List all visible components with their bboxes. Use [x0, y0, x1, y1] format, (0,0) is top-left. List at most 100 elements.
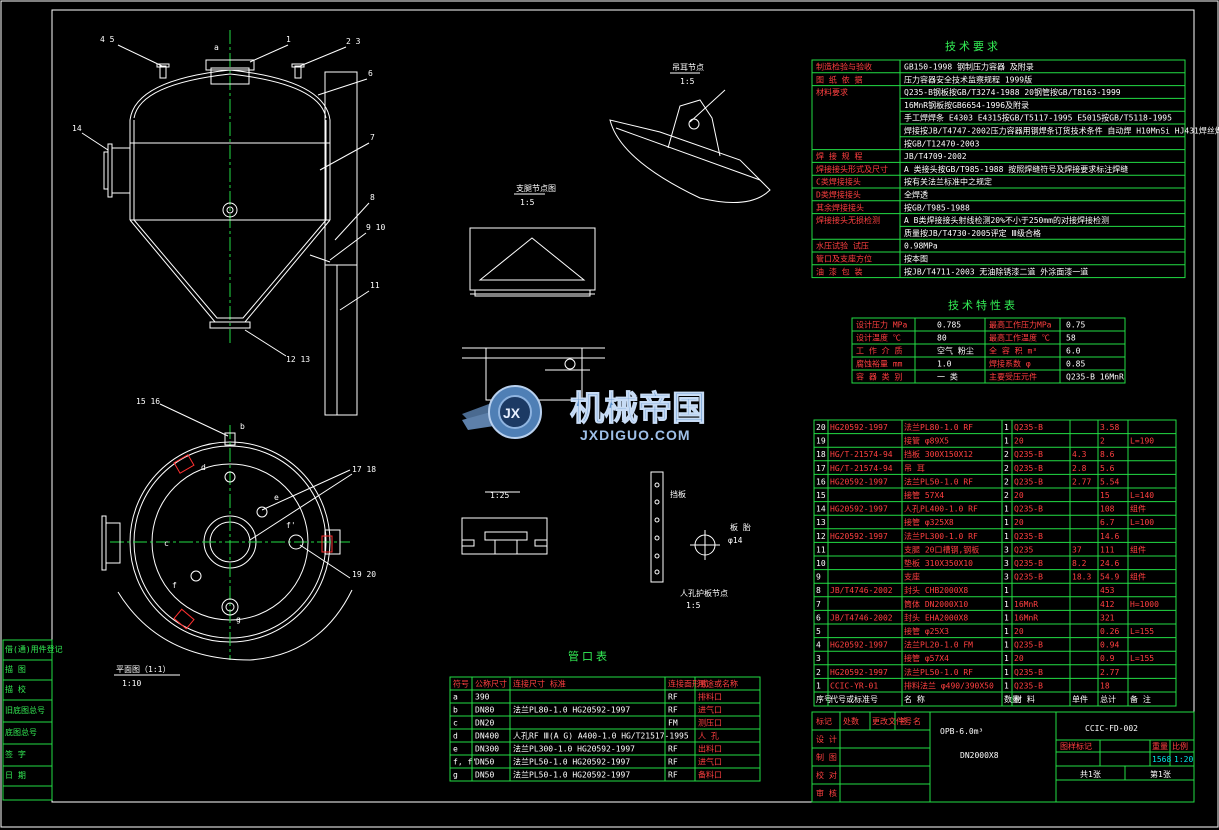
tech-req-value: A 类接头按GB/T985-1988 按照焊缝符号及焊接要求标注焊缝: [904, 164, 1128, 174]
detail-lifting-lug: 吊耳节点 1:5: [609, 63, 771, 203]
char-value: 58: [1066, 334, 1076, 343]
char-value: 1.0: [937, 360, 952, 369]
part-cell: 18: [1100, 681, 1110, 690]
callout-7: 7: [370, 133, 375, 142]
tech-req-value: 按GB/T985-1988: [904, 202, 970, 212]
part-cell: Q235-B: [1014, 464, 1043, 473]
tech-char-title: 技术特性表: [948, 298, 1018, 312]
part-cell: 4: [816, 641, 821, 650]
plan-scale: 1:10: [122, 679, 141, 688]
inner-frame: [51, 9, 1195, 803]
tech-req-value: Q235-B钢板按GB/T3274-1988 20钢管按GB/T8163-199…: [904, 87, 1121, 97]
nozzle-cell: 出料口: [698, 744, 722, 754]
part-cell: 1: [1004, 423, 1009, 432]
part-cell: 54.9: [1100, 573, 1119, 582]
part-cell: 1: [1004, 532, 1009, 541]
tech-req-label: 焊接接头形式及尺寸: [816, 164, 888, 174]
tech-req-label: 其余焊接接头: [816, 202, 864, 212]
part-cell: 3: [1004, 545, 1009, 554]
part-cell: 支腿 20口槽钢,钢板: [904, 544, 979, 554]
tb-weight: 1568: [1152, 755, 1171, 764]
part-cell: 吊 耳: [904, 464, 925, 473]
tech-req-value: 0.98MPa: [904, 242, 938, 251]
tech-req-label: 管口及支座方位: [816, 254, 872, 264]
part-cell: JB/T4746-2002: [830, 613, 893, 622]
part-cell: 2: [1100, 437, 1105, 446]
nozzle-cell: 390: [475, 693, 490, 702]
nozzle-header: 用途或名称: [698, 679, 738, 689]
char-value: 0.785: [937, 321, 961, 330]
part-cell: 2: [816, 668, 821, 677]
part-cell: 挡板 300X150X12: [904, 449, 973, 459]
part-cell: 5: [816, 627, 821, 636]
tb-name: OPB-6.0m³: [940, 727, 983, 736]
left-strip-3: 旧底图总号: [5, 705, 45, 715]
part-cell: 20: [1014, 491, 1024, 500]
part-cell: JB/T4746-2002: [830, 586, 893, 595]
part-cell: Q235: [1014, 545, 1033, 554]
tech-req-value: 按GB/T12470-2003: [904, 138, 980, 148]
part-cell: 321: [1100, 613, 1115, 622]
callout-14: 14: [72, 124, 82, 133]
tb-label-1: 制 图: [816, 752, 837, 762]
part-cell: 1: [1004, 641, 1009, 650]
part-cell: 19: [816, 437, 826, 446]
part-cell: Q235-B: [1014, 559, 1043, 568]
part-cell: 2: [1004, 464, 1009, 473]
part-cell: HG20592-1997: [830, 423, 888, 432]
part-cell: 11: [816, 545, 826, 554]
detail-support: 支腿节点图 1:5: [462, 183, 605, 401]
tech-req-title: 技术要求: [945, 40, 1001, 53]
part-cell: 8: [816, 586, 821, 595]
nozzle-cell: RF: [668, 706, 678, 715]
part-cell: H=1000: [1130, 600, 1159, 609]
tech-req-label: 图 纸 依 据: [816, 74, 862, 84]
parts-footer: 名 称: [904, 694, 925, 704]
part-cell: L=155: [1130, 627, 1154, 636]
nozzle-header: 连接面形式: [668, 679, 708, 689]
tb-sheet-0: 共1张: [1080, 770, 1101, 779]
vessel-plan: [101, 403, 353, 661]
parts-footer: 序号: [816, 694, 832, 704]
nozzle-cell: a: [453, 693, 458, 702]
nozzle-cell: 人孔RF Ⅲ(A G) A400-1.0 HG/T21517-1995: [513, 732, 689, 741]
support-scale: 1:5: [520, 198, 535, 207]
nozzle-cell: FM: [668, 719, 678, 728]
char-label: 最高工作温度 ℃: [989, 333, 1050, 343]
part-cell: HG20592-1997: [830, 505, 888, 514]
nozzle-cell: 进气口: [698, 757, 722, 767]
hole-dia: φ14: [728, 536, 743, 545]
tb-label-2: 校 对: [816, 770, 837, 780]
part-cell: 1: [1004, 654, 1009, 663]
part-cell: 1: [1004, 586, 1009, 595]
part-cell: HG20592-1997: [830, 477, 888, 486]
char-label: 焊接系数 φ: [989, 359, 1031, 369]
part-cell: Q235-B: [1014, 423, 1043, 432]
detail-baffle: 挡板 板 胎 φ14 人孔护板节点 1:5: [650, 471, 751, 610]
part-cell: HG/T-21574-94: [830, 450, 893, 459]
nozzle-table-title: 管口表: [568, 649, 610, 663]
char-value: 6.0: [1066, 347, 1081, 356]
part-cell: 1: [1004, 600, 1009, 609]
tb-hdr-0: 标记: [816, 716, 832, 726]
part-cell: 111: [1100, 545, 1115, 554]
tech-req-label: 油 漆 包 装: [816, 266, 862, 276]
part-cell: 接管 φ325X8: [904, 517, 954, 527]
part-cell: 2: [1004, 450, 1009, 459]
title-block: 标记 处数 更改文件号 签 名 设 计 制 图 校 对 审 核 OPB-6.0m…: [811, 711, 1195, 803]
callout-9-10: 9 10: [366, 223, 385, 232]
part-cell: 20: [1014, 518, 1024, 527]
part-cell: Q235-B: [1014, 681, 1043, 690]
part-cell: 20: [1014, 437, 1024, 446]
part-cell: 18.3: [1072, 573, 1091, 582]
nozzle-header: 连接尺寸 标准: [513, 679, 566, 689]
logo-letters: JX: [503, 405, 521, 421]
tb-spec: DN2000X8: [960, 751, 999, 760]
elevation-callouts: 4 5 1 2 3 6 7 8 9 10 11 12 13 14 a: [72, 35, 385, 364]
callout-19-20: 19 20: [352, 570, 376, 579]
part-cell: 5.6: [1100, 464, 1115, 473]
callout-e: e: [274, 493, 279, 502]
char-label: 全 容 积 m³: [989, 346, 1037, 356]
